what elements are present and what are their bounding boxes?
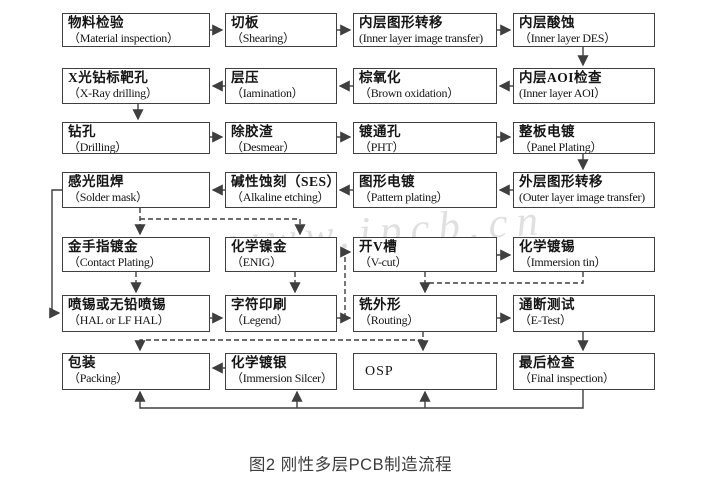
node-label-en: (Inner layer image transfer) [359,31,483,46]
node-label-cn: 整板电镀 [519,124,575,139]
flow-node-e-test: 通断测试（E-Test） [513,295,655,332]
node-label-cn: 化学镀锡 [519,239,575,254]
flow-edge-solder-mask--enig [140,218,306,236]
node-label-en: （X-Ray drilling） [68,86,158,101]
node-label-cn: 最后检查 [519,355,575,370]
flow-node-panel-plating: 整板电镀（Panel Plating） [513,122,655,154]
node-label-cn: 内层AOI检查 [519,70,603,85]
flow-node-desmear: 除胶渣（Desmear） [225,122,337,154]
flow-node-legend: 字符印刷（Legend） [225,295,337,332]
node-label-en: （Pattern plating） [359,190,449,205]
flow-node-pht: 镀通孔（PHT） [353,122,497,154]
node-label-en: （Immersion tin） [519,255,607,270]
node-label-en: （Inner layer DES） [519,31,616,46]
node-label-cn: 碱性蚀刻（SES） [231,174,337,189]
flow-node-lamination: 层压（Iamination） [225,68,337,104]
figure-caption: 图2 刚性多层PCB制造流程 [248,456,453,474]
flow-node-routing: 铣外形（Routing） [353,295,497,332]
flow-node-shearing: 切板（Shearing） [225,13,337,47]
flow-node-xray: X光钻标靶孔（X-Ray drilling） [62,68,210,104]
flow-node-hal: 喷锡或无铅喷锡（HAL or LF HAL） [62,295,210,332]
node-label-en: （Packing） [68,371,128,386]
flow-node-alkaline: 碱性蚀刻（SES）（Alkaline etching） [225,172,337,208]
node-label-cn: 除胶渣 [231,124,273,139]
node-label-en: （E-Test） [519,313,572,328]
node-label-cn: 切板 [231,15,259,30]
node-label-cn: 外层图形转移 [519,174,603,189]
flow-node-material: 物料检验（Material inspection） [62,13,210,47]
node-label-en: （Final inspection） [519,371,615,386]
flow-node-brown-oxidation: 棕氧化（Brown oxidation） [353,68,497,104]
node-label-en: （Alkaline etching） [231,190,330,205]
flow-edge-routing--packing [134,332,424,352]
flow-node-inner-aoi: 内层AOI检查(Inner layer AOI） [513,68,655,104]
node-label-en: （Solder mask） [68,190,148,205]
node-label-en: （Shearing） [231,31,295,46]
node-label-cn: 字符印刷 [231,297,287,312]
node-label-cn: 包装 [68,355,96,370]
node-label-cn: 钻孔 [68,124,96,139]
flow-edge-final-inspection--packing [134,390,584,409]
node-label-en: （Desmear） [231,140,295,154]
node-label-en: （Legend） [231,313,289,328]
node-label-en: （Panel Plating） [519,140,603,154]
node-label-cn: 化学镍金 [231,239,287,254]
flow-node-v-cut: 开V槽（V-cut） [353,237,497,272]
flow-node-enig: 化学镍金（ENIG） [225,237,337,272]
flow-edge-legend--v-cut [340,246,352,318]
flow-edge-immersion-tin--routing [419,272,584,294]
node-label-cn: 铣外形 [359,297,401,312]
node-label-cn: 内层图形转移 [359,15,443,30]
flow-edge-solder-mask--hal [49,189,62,319]
flow-node-inner-transfer: 内层图形转移(Inner layer image transfer) [353,13,497,47]
node-label-cn: 感光阻焊 [68,174,124,189]
flow-node-final-inspection: 最后检查（Final inspection） [513,353,655,390]
flow-node-packing: 包装（Packing） [62,353,210,390]
node-label-cn: X光钻标靶孔 [68,70,149,85]
flow-node-pattern-plating: 图形电镀（Pattern plating） [353,172,497,208]
node-label-cn: 化学镀银 [231,355,287,370]
node-label-en: （Drilling） [68,140,127,154]
node-label-en: （Immersion Silcer） [231,371,333,386]
node-label-en: （Iamination） [231,86,304,101]
node-label-cn: 层压 [231,70,259,85]
node-label-en: （HAL or LF HAL） [68,313,170,328]
node-label-cn: 喷锡或无铅喷锡 [68,297,166,312]
node-label-cn: 通断测试 [519,297,575,312]
node-label-en: （Brown oxidation） [359,86,459,101]
node-label-cn: 图形电镀 [359,174,415,189]
node-label-en: (Inner layer AOI） [519,86,606,101]
node-label-cn: 镀通孔 [359,124,401,139]
flow-node-immersion-silver: 化学镀银（Immersion Silcer） [225,353,337,390]
node-label-en: （PHT） [359,140,405,154]
node-label-cn: OSP [365,364,394,379]
node-label-en: （Material inspection） [68,31,179,46]
flow-node-inner-des: 内层酸蚀（Inner layer DES） [513,13,655,47]
node-label-cn: 棕氧化 [359,70,401,85]
node-label-cn: 金手指镀金 [68,239,138,254]
node-label-en: （Routing） [359,313,419,328]
flow-node-drilling: 钻孔（Drilling） [62,122,210,154]
flow-node-outer-transfer: 外层图形转移(Outer layer image transfer) [513,172,655,208]
node-label-cn: 物料检验 [68,15,124,30]
flow-node-solder-mask: 感光阻焊（Solder mask） [62,172,210,208]
flow-node-osp: OSP [353,353,497,390]
node-label-en: （Contact Plating） [68,255,162,270]
flow-node-immersion-tin: 化学镀锡（Immersion tin） [513,237,655,272]
flow-node-contact-plating: 金手指镀金（Contact Plating） [62,237,210,272]
node-label-en: （ENIG） [231,255,282,270]
node-label-cn: 开V槽 [359,239,398,254]
node-label-en: (Outer layer image transfer) [519,190,645,205]
node-label-cn: 内层酸蚀 [519,15,575,30]
node-label-en: （V-cut） [359,255,408,270]
